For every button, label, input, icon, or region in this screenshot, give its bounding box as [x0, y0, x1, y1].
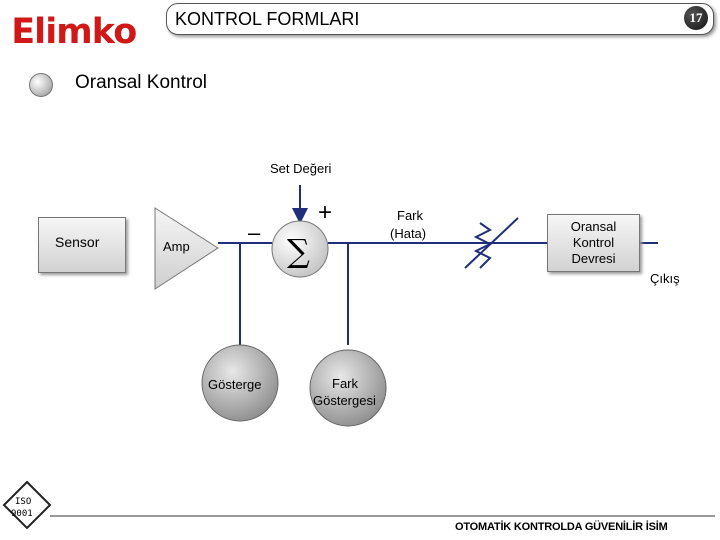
controller-line2: Kontrol — [572, 235, 615, 250]
sum-symbol: ∑ — [287, 232, 310, 270]
iso-9001-badge: ISO 9001 — [2, 480, 52, 530]
plus-sign: + — [318, 199, 332, 226]
page-title: KONTROL FORMLARI — [175, 9, 360, 29]
difference-label-line2: (Hata) — [390, 226, 426, 241]
connector-lines — [218, 185, 658, 345]
page-number-badge: 17 — [684, 6, 708, 30]
controller-box: Oransal Kontrol Devresi — [547, 214, 640, 272]
header-title-bar — [166, 3, 714, 35]
logo-text: Elimko — [11, 12, 136, 52]
iso-line2: 9001 — [11, 509, 33, 519]
indicator-label: Gösterge — [208, 377, 261, 392]
summing-junction — [271, 220, 329, 278]
iso-line1: ISO — [15, 497, 31, 507]
diff-indicator-line2: Göstergesi — [313, 393, 376, 408]
minus-sign: – — [248, 220, 261, 245]
bullet-icon — [29, 73, 53, 97]
amp-label: Amp — [163, 239, 190, 254]
indicator-gauge — [201, 344, 279, 422]
amplifier-triangle — [154, 207, 219, 290]
section-title: Oransal Kontrol — [75, 72, 208, 93]
sensor-box: Sensor — [38, 217, 126, 273]
controller-line1: Oransal — [570, 219, 617, 234]
diff-indicator-line1: Fark — [332, 376, 359, 391]
difference-indicator-gauge — [309, 349, 387, 427]
controller-line3: Devresi — [571, 251, 616, 266]
difference-label-line1: Fark — [397, 208, 424, 223]
variable-resistor-icon — [464, 217, 519, 269]
setpoint-label: Set Değeri — [270, 161, 332, 176]
elimko-logo: Elimko — [11, 12, 137, 52]
footer-text: OTOMATİK KONTROLDA GÜVENİLİR İSİM — [455, 521, 668, 533]
output-label: Çıkış — [650, 271, 680, 286]
sensor-label: Sensor — [55, 234, 100, 250]
